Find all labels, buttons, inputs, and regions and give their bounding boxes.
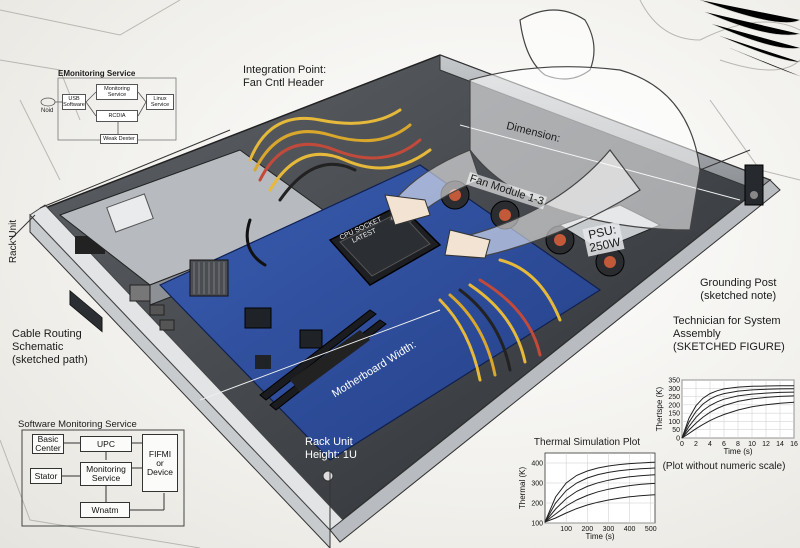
chart2-x-tick: 0 [680, 441, 684, 448]
plot-caption: (Plot without numeric scale) [662, 461, 786, 472]
chart2-x-tick: 12 [762, 441, 770, 448]
chart1-series-line-3 [544, 474, 656, 523]
chart2-x-tick: 14 [776, 441, 784, 448]
chart1-series-line-2 [544, 467, 656, 523]
chart1-series-line-5 [544, 494, 656, 523]
sms-upc-box: UPC [80, 436, 132, 452]
chart2-x-tick: 6 [722, 441, 726, 448]
chart1-x-tick: 300 [603, 526, 615, 533]
chart1-y-tick: 400 [531, 461, 543, 468]
chart1-x-tick: 400 [624, 526, 636, 533]
chart1-y-tick: 100 [531, 521, 543, 528]
sms-basic-box: Basic Center [32, 434, 64, 454]
integration-point-label: Integration Point: Fan Cntl Header [243, 64, 327, 89]
pcie-slot [290, 330, 370, 392]
grounding-post [744, 164, 764, 206]
technician-label: Technician for System Assembly (SKETCHED… [673, 315, 785, 353]
grounding-post-label: Grounding Post (sketched note) [700, 277, 777, 302]
sms-fifmi-box: FIFMI or Device [142, 434, 178, 492]
sms-stator-box: Stator [30, 468, 62, 484]
chart1-x-tick: 200 [581, 526, 593, 533]
chart2-series-line-4 [681, 395, 795, 439]
chart2-y-tick: 300 [668, 386, 680, 393]
chart2-y-tick: 350 [668, 378, 680, 385]
rack-unit-height-label: Rack Unit Height: 1U [305, 436, 357, 461]
chart1-y-tick: 200 [531, 501, 543, 508]
chart2-y-tick: 50 [672, 427, 680, 434]
chart2-x-tick: 16 [790, 441, 798, 448]
rack-unit-side-label: Rack Unit [8, 219, 20, 264]
chart2-x-tick: 10 [748, 441, 756, 448]
emon-cloud-label: Noid [41, 108, 54, 114]
chart2-x-tick: 2 [694, 441, 698, 448]
cable-routing-label: Cable Routing Schematic (sketched path) [12, 328, 88, 366]
chart2-y-tick: 200 [668, 402, 680, 409]
chart2-series-line-2 [681, 388, 795, 439]
sms-wnatm-box: Wnatm [80, 502, 130, 518]
chart1-ylabel: Thermal (K) [518, 467, 527, 510]
chart1-y-tick: 300 [531, 481, 543, 488]
chart2-y-tick: 150 [668, 411, 680, 418]
emon-monitoring-box: Monitoring Service [96, 84, 138, 100]
chart2-y-tick: 100 [668, 419, 680, 426]
chart1-title: Thermal Simulation Plot [533, 437, 641, 448]
chart2-series-line-3 [681, 391, 795, 439]
chart2-ylabel: Thertspe (K) [655, 386, 664, 431]
chart1-series-line-1 [544, 461, 656, 523]
emon-usb-box: USB Software [62, 94, 86, 110]
software-monitoring-diagram: Software Monitoring Service Basic Center… [12, 418, 192, 528]
chart2-x-tick: 8 [736, 441, 740, 448]
chart2-y-tick: 250 [668, 394, 680, 401]
emon-rcdia-box: RCDIA [96, 110, 138, 122]
chart2-series-line-5 [681, 401, 795, 439]
sms-monitoring-box: Monitoring Service [80, 462, 132, 486]
emonitoring-title: EMonitoring Service [58, 69, 136, 78]
emon-weak-box: Weak Dexter [100, 134, 138, 144]
emonitoring-diagram: EMonitoring Service Noid USB Software Mo… [38, 64, 180, 154]
chart1-series-line-4 [544, 482, 656, 523]
chart1-x-tick: 500 [645, 526, 657, 533]
chart1-plot-area [544, 452, 656, 524]
chart2-y-tick: 0 [676, 436, 680, 443]
chart2-series-line-1 [681, 385, 794, 439]
chart2-x-tick: 4 [708, 441, 712, 448]
emon-linux-box: Linux Service [146, 94, 174, 110]
chart1-x-tick: 100 [560, 526, 572, 533]
chart2-xlabel: Time (s) [723, 447, 752, 456]
sms-title: Software Monitoring Service [18, 419, 137, 430]
chart1-xlabel: Time (s) [585, 532, 614, 541]
